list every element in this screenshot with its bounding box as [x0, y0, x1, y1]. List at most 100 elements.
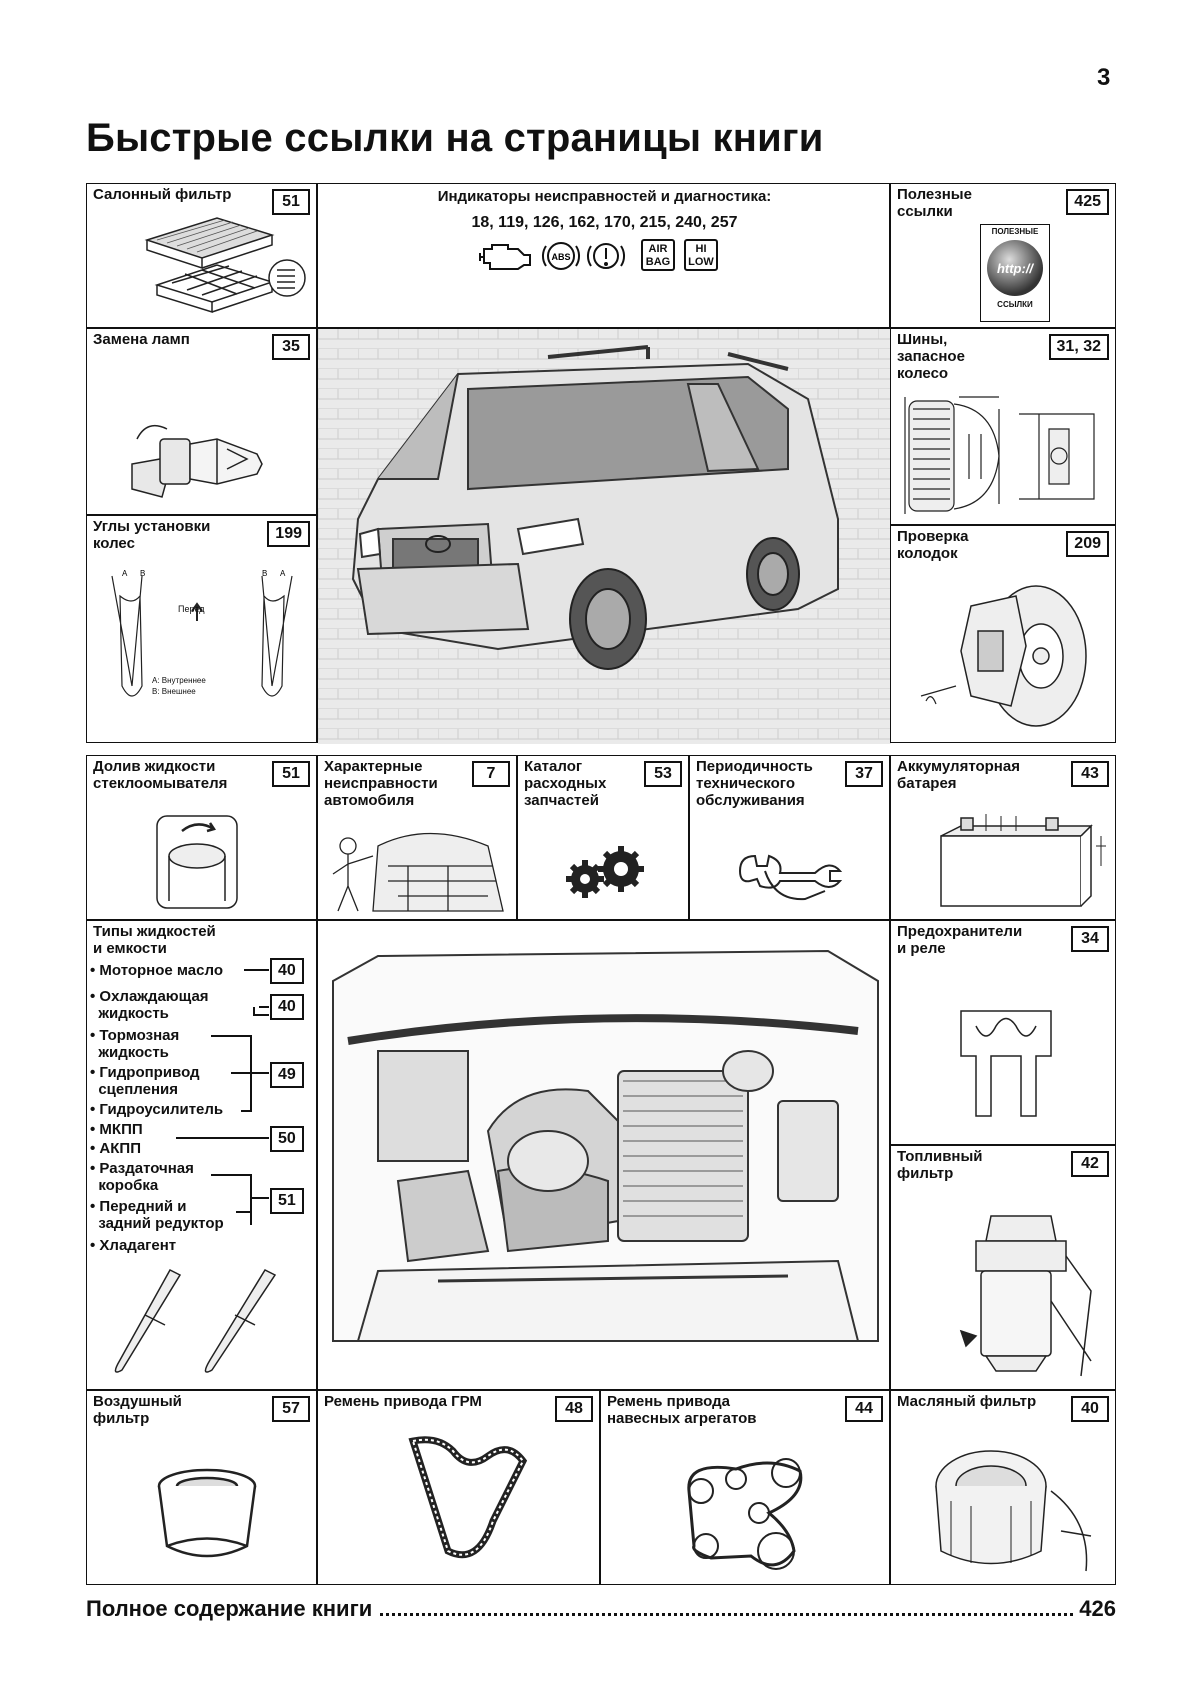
- accessory-belt-ref[interactable]: 44: [845, 1396, 883, 1422]
- timing-belt-ref[interactable]: 48: [555, 1396, 593, 1422]
- cell-fuel-filter[interactable]: Топливный фильтр 42: [890, 1145, 1116, 1390]
- cell-maintenance[interactable]: Периодичность технического обслуживания …: [689, 755, 890, 920]
- wheel-alignment-ref[interactable]: 199: [267, 521, 310, 547]
- fluid-ref-transfer-group[interactable]: 51: [270, 1188, 304, 1214]
- bulb-image: [131, 424, 263, 498]
- indicators-label: Индикаторы неисправностей и диагностика:: [437, 188, 772, 205]
- parts-catalog-ref[interactable]: 53: [644, 761, 682, 787]
- timing-belt-image: [408, 1436, 528, 1559]
- cell-timing-belt[interactable]: Ремень привода ГРМ 48: [317, 1390, 600, 1585]
- cell-battery[interactable]: Аккумуляторная батарея 43: [890, 755, 1116, 920]
- badge-http-text: http://: [996, 260, 1034, 276]
- check-engine-icon: [479, 244, 531, 270]
- accessory-belt-image: [687, 1458, 803, 1570]
- lamp-replacement-label: Замена ламп: [93, 331, 190, 348]
- lamp-replacement-ref[interactable]: 35: [272, 334, 310, 360]
- engine-bay-image: [332, 949, 879, 1342]
- tires-ref[interactable]: 31, 32: [1048, 334, 1109, 360]
- badge-bottom-text: ССЫЛКИ: [997, 300, 1033, 309]
- air-filter-ref[interactable]: 57: [272, 1396, 310, 1422]
- cell-lamp-replacement[interactable]: Замена ламп 35: [86, 328, 317, 515]
- cell-engine-bay: [317, 920, 890, 1390]
- air-filter-image: [157, 1468, 257, 1558]
- leader-dots: [380, 1613, 1074, 1616]
- fluid-item-differential: • Передний и задний редуктор: [90, 1198, 224, 1232]
- cell-tires[interactable]: Шины, запасное колесо 31, 32: [890, 328, 1116, 525]
- battery-image: [940, 814, 1106, 907]
- fuse-image: [960, 1010, 1052, 1117]
- fluid-ref-engine-oil[interactable]: 40: [270, 958, 304, 984]
- full-contents-link[interactable]: Полное содержание книги 426: [86, 1596, 1116, 1622]
- cabin-filter-label: Салонный фильтр: [93, 186, 232, 203]
- cell-parts-catalog[interactable]: Каталог расходных запчастей 53: [517, 755, 689, 920]
- maintenance-ref[interactable]: 37: [845, 761, 883, 787]
- fluid-item-refrigerant: • Хладагент: [90, 1237, 177, 1254]
- fluid-item-engine-oil: • Моторное масло: [90, 962, 223, 979]
- cabin-filter-ref[interactable]: 51: [272, 189, 310, 215]
- battery-ref[interactable]: 43: [1071, 761, 1109, 787]
- airbag-icon: AIR BAG: [641, 239, 675, 271]
- fuses-label: Предохранители и реле: [897, 923, 1023, 957]
- cell-air-filter[interactable]: Воздушный фильтр 57: [86, 1390, 317, 1585]
- oil-filter-ref[interactable]: 40: [1071, 1396, 1109, 1422]
- cell-washer-fluid[interactable]: Долив жидкости стеклоомывателя 51: [86, 755, 317, 920]
- useful-links-ref[interactable]: 425: [1066, 189, 1109, 215]
- air-filter-label: Воздушный фильтр: [93, 1393, 182, 1427]
- svg-text:A: A: [122, 569, 128, 578]
- fluids-label: Типы жидкостей и емкости: [93, 923, 216, 957]
- full-contents-page: 426: [1079, 1596, 1116, 1621]
- oil-filter-label: Масляный фильтр: [897, 1393, 1037, 1410]
- brake-image: [920, 585, 1087, 727]
- cell-accessory-belt[interactable]: Ремень привода навесных агрегатов 44: [600, 1390, 890, 1585]
- washer-fluid-label: Долив жидкости стеклоомывателя: [93, 758, 228, 792]
- fluid-ref-coolant[interactable]: 40: [270, 994, 304, 1020]
- fluid-item-clutch: • Гидропривод сцепления: [90, 1064, 200, 1098]
- wheel-alignment-image: A B B A: [111, 569, 293, 697]
- van-image: [318, 329, 891, 744]
- fuel-filter-ref[interactable]: 42: [1071, 1151, 1109, 1177]
- fuses-ref[interactable]: 34: [1071, 926, 1109, 952]
- fluid-item-power-steering: • Гидроусилитель: [90, 1101, 224, 1118]
- wheel-legend-a: A: Внутреннее: [152, 676, 206, 685]
- wheel-front-label: Перед: [178, 604, 205, 614]
- tire-diagram-image: [904, 396, 1095, 514]
- fluid-bracket-lines: [176, 969, 269, 1225]
- cell-cabin-filter[interactable]: Салонный фильтр 51: [86, 183, 317, 328]
- tires-label: Шины, запасное колесо: [897, 331, 965, 382]
- page-number: 3: [1097, 64, 1111, 91]
- brake-pads-ref[interactable]: 209: [1066, 531, 1109, 557]
- fluid-ref-transmission[interactable]: 50: [270, 1126, 304, 1152]
- cell-van-photo: [317, 328, 891, 744]
- typical-faults-ref[interactable]: 7: [472, 761, 510, 787]
- svg-text:B: B: [262, 569, 267, 578]
- fluid-item-transfer-case: • Раздаточная коробка: [90, 1160, 194, 1194]
- indicators-pages[interactable]: 18, 119, 126, 162, 170, 215, 240, 257: [471, 214, 738, 231]
- badge-top-text: ПОЛЕЗНЫЕ: [991, 227, 1039, 236]
- washer-image: [156, 815, 238, 909]
- svg-text:B: B: [140, 569, 145, 578]
- battery-label: Аккумуляторная батарея: [897, 758, 1020, 792]
- faults-image: [332, 832, 504, 912]
- full-contents-label: Полное содержание книги: [86, 1596, 373, 1621]
- abs-icon: ABS: [541, 242, 581, 270]
- cell-fuses[interactable]: Предохранители и реле 34: [890, 920, 1116, 1145]
- oil-filter-image: [935, 1450, 1092, 1572]
- wheel-legend-b: B: Внешнее: [152, 687, 196, 696]
- washer-fluid-ref[interactable]: 51: [272, 761, 310, 787]
- svg-text:A: A: [280, 569, 286, 578]
- cell-oil-filter[interactable]: Масляный фильтр 40: [890, 1390, 1116, 1585]
- useful-links-badge: ПОЛЕЗНЫЕ http:// ССЫЛКИ: [980, 224, 1050, 322]
- wheel-alignment-label: Углы установки колес: [93, 518, 211, 552]
- cell-wheel-alignment[interactable]: Углы установки колес 199 A B B A Перед A…: [86, 515, 317, 743]
- cell-typical-faults[interactable]: Характерные неисправности автомобиля 7: [317, 755, 517, 920]
- maintenance-label: Периодичность технического обслуживания: [696, 758, 813, 809]
- brake-warning-icon: [586, 243, 626, 269]
- fluid-item-manual-trans: • МКПП: [90, 1121, 143, 1138]
- fluid-item-brake: • Тормозная жидкость: [90, 1027, 180, 1061]
- cell-indicators: Индикаторы неисправностей и диагностика:…: [317, 183, 890, 328]
- cell-brake-pads[interactable]: Проверка колодок 209: [890, 525, 1116, 743]
- cell-useful-links[interactable]: Полезные ссылки 425 ПОЛЕЗНЫЕ http:// ССЫ…: [890, 183, 1116, 328]
- typical-faults-label: Характерные неисправности автомобиля: [324, 758, 438, 809]
- fluid-ref-brake-group[interactable]: 49: [270, 1062, 304, 1088]
- abs-icon-text: ABS: [551, 252, 570, 262]
